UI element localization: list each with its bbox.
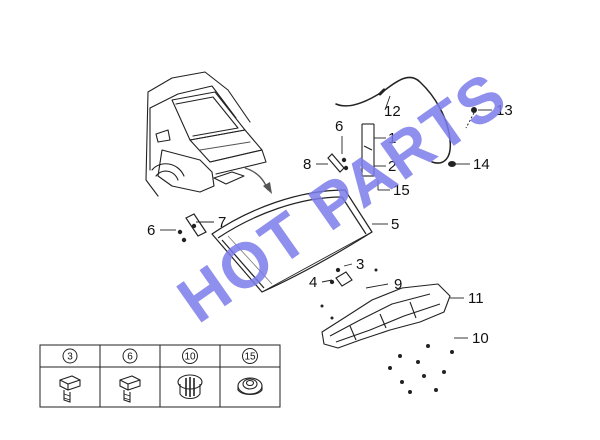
part-14-grommet [448,161,456,167]
callout-13: 13 [496,102,513,119]
watermark-text: HOT PARTS [165,58,520,337]
table-header-3: 3 [62,348,78,364]
part-3-4-fasteners [329,267,353,287]
vehicle-front-sketch [145,71,267,197]
callout-12: 12 [384,103,401,120]
part-8-clip [327,153,349,173]
hood-latch-bracket [361,123,375,177]
callout-6-left: 6 [147,222,155,239]
callout-5: 5 [391,216,399,233]
callout-15: 15 [393,182,410,199]
fastener-table: 3 6 10 15 [39,344,281,408]
callout-2: 2 [388,158,396,175]
callout-7: 7 [218,214,226,231]
fastener-3-bolt-icon [59,375,81,403]
part-13-bolt [465,107,477,129]
fastener-10-clip-icon [177,374,203,400]
loose-clips [320,268,378,320]
table-header-10-label: 10 [184,352,196,363]
leader-lines [160,95,492,339]
table-header-10: 10 [182,348,198,364]
part-7-bracket [177,213,207,243]
callout-1: 1 [388,130,396,147]
callout-numbers: 1 2 3 4 5 6 6 7 8 9 10 11 12 13 14 15 [147,102,513,347]
callout-14: 14 [473,156,490,173]
callout-4: 4 [309,274,317,291]
hood-release-cable [335,76,452,164]
direction-arrow [244,167,272,194]
table-header-15-label: 15 [244,352,256,363]
callout-8: 8 [303,156,311,173]
insulator-clips [388,344,454,394]
fastener-15-grommet-icon [237,377,263,396]
callout-6-top: 6 [335,118,343,135]
callout-11: 11 [468,290,484,307]
hood-panel [211,189,373,293]
table-header-3-label: 3 [67,352,73,363]
hood-insulator-pad [321,283,451,349]
fastener-6-bolt-icon [119,375,141,403]
table-header-15: 15 [242,348,258,364]
callout-10: 10 [472,330,489,347]
table-header-6: 6 [122,348,138,364]
callout-3: 3 [356,256,364,273]
table-header-6-label: 6 [127,352,133,363]
callout-9: 9 [394,276,402,293]
